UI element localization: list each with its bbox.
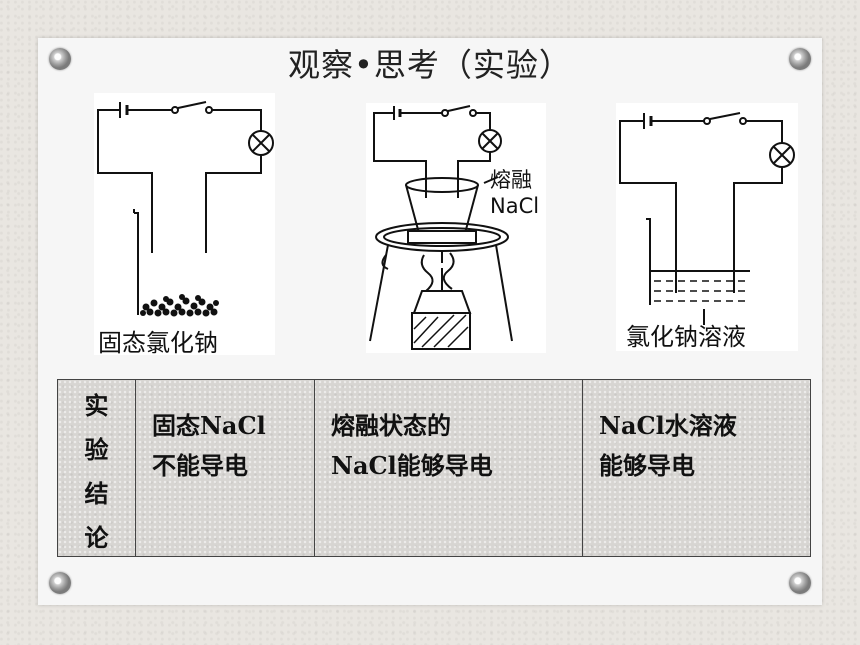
molten-label-line1: 熔融 [490,168,532,192]
experiment-molten-panel: 熔融 NaCl [366,103,546,353]
table-row: 实 验 结 论 固态NaCl 不能导电 熔融状态的 NaCl能够导电 NaCl水… [57,379,811,557]
experiment-solid-panel: 固态氯化钠 [94,93,275,357]
header-char: 实 [84,391,109,420]
experiment-solution-panel: 氯化钠溶液 [616,103,798,351]
solution-caption: 氯化钠溶液 [626,323,746,351]
molten-label-line2: NaCl [490,194,539,218]
cell-line: 能够导电 [599,451,695,480]
screw-icon [789,572,811,594]
molten-circuit-diagram: 熔融 NaCl [369,105,539,350]
cell-line: 固态NaCl [152,411,266,440]
header-char: 验 [84,435,109,464]
screw-icon [49,572,71,594]
screw-icon [789,48,811,70]
header-char: 论 [84,523,109,552]
solid-circuit-diagram [97,101,274,317]
cell-line: NaCl能够导电 [331,451,493,480]
table-header-cell: 实 验 结 论 [57,379,136,557]
cell-line: 不能导电 [152,451,248,480]
conclusion-solid-cell: 固态NaCl 不能导电 [135,379,315,557]
page-title: 观察•思考（实验） [288,46,572,84]
solution-circuit-diagram [619,112,795,325]
conclusion-molten-cell: 熔融状态的 NaCl能够导电 [314,379,583,557]
solid-caption: 固态氯化钠 [98,329,218,357]
screw-icon [49,48,71,70]
cell-line: 熔融状态的 [331,411,451,440]
header-char: 结 [84,479,109,508]
conclusion-solution-cell: NaCl水溶液 能够导电 [582,379,811,557]
cell-line: NaCl水溶液 [599,411,737,440]
conclusion-table: 实 验 结 论 固态NaCl 不能导电 熔融状态的 NaCl能够导电 NaCl水… [57,379,811,557]
